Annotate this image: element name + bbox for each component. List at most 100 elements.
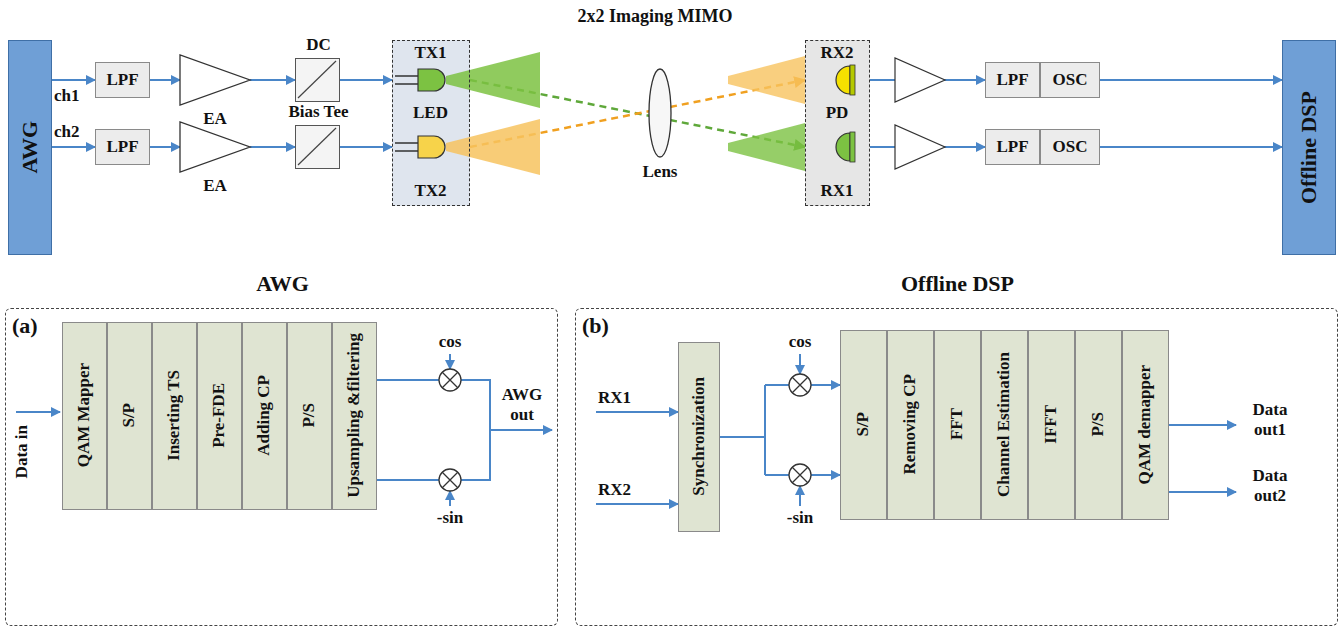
node-text: S/P xyxy=(853,412,873,437)
process-block: Channel Estimation xyxy=(981,330,1028,520)
carrier-arrow xyxy=(449,354,451,369)
process-block: IFFT xyxy=(1028,330,1075,520)
process-block: Upsampling &filtering xyxy=(332,322,377,510)
dsp-group: Offline DSP(b)SynchronizationS/PRemoving… xyxy=(575,308,1338,626)
node-text: FFT xyxy=(947,408,967,440)
signal-label: AWG out xyxy=(496,385,548,424)
signal-label: RX1 xyxy=(598,388,631,408)
node-text: DC xyxy=(286,35,351,55)
node-text: Synchronization xyxy=(689,377,709,496)
yellow-light-cone xyxy=(446,119,540,175)
mixer xyxy=(439,369,461,391)
node-text: LPF xyxy=(106,137,138,157)
green-receive-cone xyxy=(728,123,805,171)
yellow-led xyxy=(418,136,445,158)
mixer xyxy=(789,464,811,486)
node-text: LPF xyxy=(996,70,1028,90)
photodiode xyxy=(836,66,850,94)
node-text: Offline DSP xyxy=(1296,91,1321,204)
amplifier-symbol xyxy=(895,125,945,169)
signal-connector xyxy=(340,146,392,148)
green-led xyxy=(418,69,445,91)
photodiode-bar xyxy=(850,65,855,95)
mixer xyxy=(439,469,461,491)
signal-label: RX2 xyxy=(598,480,631,500)
signal-label: -sin xyxy=(775,508,825,528)
signal-connector xyxy=(150,146,180,148)
process-block: Inserting TS xyxy=(152,322,197,510)
node-text: LPF xyxy=(106,70,138,90)
node-text: Offline DSP xyxy=(576,271,1339,296)
pd-receiver: RX2PDRX1 xyxy=(805,40,870,206)
slash-mark xyxy=(296,126,341,170)
split-wire xyxy=(720,385,789,475)
process-block: Adding CP xyxy=(242,322,287,510)
input-arrow xyxy=(16,411,60,413)
bias-tee-block: Bias Tee xyxy=(295,125,340,169)
mixer-wire xyxy=(377,380,490,480)
signal-label: Data out1 xyxy=(1242,400,1298,439)
process-block: S/P xyxy=(840,330,887,520)
node-text: QAM demapper xyxy=(1135,365,1155,484)
led-transmitter: TX1LEDTX2 xyxy=(392,40,470,206)
carrier-arrow xyxy=(799,486,801,506)
node-text: PD xyxy=(806,103,868,123)
filter-box: LPF xyxy=(95,62,150,98)
signal-label: ch1 xyxy=(54,86,80,106)
signal-label: Data in xyxy=(12,425,32,478)
carrier-arrow xyxy=(449,491,451,506)
input-arrow xyxy=(596,503,678,505)
node-text: QAM Mapper xyxy=(74,363,94,467)
node-text: RX2 xyxy=(806,43,868,63)
node-text: EA xyxy=(180,176,250,196)
mixer-cross xyxy=(792,467,808,483)
signal-connector xyxy=(52,146,95,148)
yellow-receive-cone xyxy=(728,56,805,104)
signal-connector xyxy=(250,146,295,148)
signal-label: Data out2 xyxy=(1242,466,1298,505)
slash-line xyxy=(298,128,336,165)
process-block: QAM demapper xyxy=(1122,330,1169,520)
amplifier-outline xyxy=(180,55,250,105)
node-text: TX2 xyxy=(393,181,468,201)
pd-panel xyxy=(805,40,870,206)
node-text: Bias Tee xyxy=(271,102,366,122)
input-arrow xyxy=(596,411,678,413)
process-block: P/S xyxy=(1075,330,1122,520)
green-light-cone xyxy=(446,52,540,108)
dsp-group: AWG(a)QAM MapperS/PInserting TSPre-FDEAd… xyxy=(5,308,558,626)
output-arrow xyxy=(1169,491,1236,493)
node-text: S/P xyxy=(119,403,139,428)
signal-connector xyxy=(150,79,180,81)
filter-box: LPF xyxy=(985,129,1040,165)
amplifier-symbol xyxy=(895,58,945,102)
amplifier-outline xyxy=(180,122,250,172)
mixer-wire xyxy=(811,384,840,386)
triangle-outline xyxy=(180,122,250,172)
node-text: LPF xyxy=(996,137,1028,157)
device-box: AWG xyxy=(8,40,52,255)
mixer-wire xyxy=(811,474,840,476)
signal-connector xyxy=(340,79,392,81)
node-text: Inserting TS xyxy=(164,370,184,461)
node-text: P/S xyxy=(1088,412,1108,437)
output-arrow xyxy=(490,429,552,431)
scope-box: OSC xyxy=(1040,129,1100,165)
slash-mark xyxy=(296,59,341,103)
led-pins xyxy=(395,76,420,84)
signal-label: cos xyxy=(430,332,470,352)
node-text: Channel Estimation xyxy=(994,352,1014,497)
device-box: Offline DSP xyxy=(1282,40,1336,255)
mixer-cross xyxy=(442,472,458,488)
signal-connector xyxy=(52,79,95,81)
process-block: S/P xyxy=(107,322,152,510)
filter-box: LPF xyxy=(985,62,1040,98)
mixer-cross xyxy=(442,372,458,388)
process-block: P/S xyxy=(287,322,332,510)
signal-label: cos xyxy=(780,332,820,352)
node-text: Removing CP xyxy=(900,374,920,475)
node-text: (a) xyxy=(12,313,52,338)
node-text: Pre-FDE xyxy=(209,383,229,448)
node-text: LED xyxy=(393,103,468,123)
